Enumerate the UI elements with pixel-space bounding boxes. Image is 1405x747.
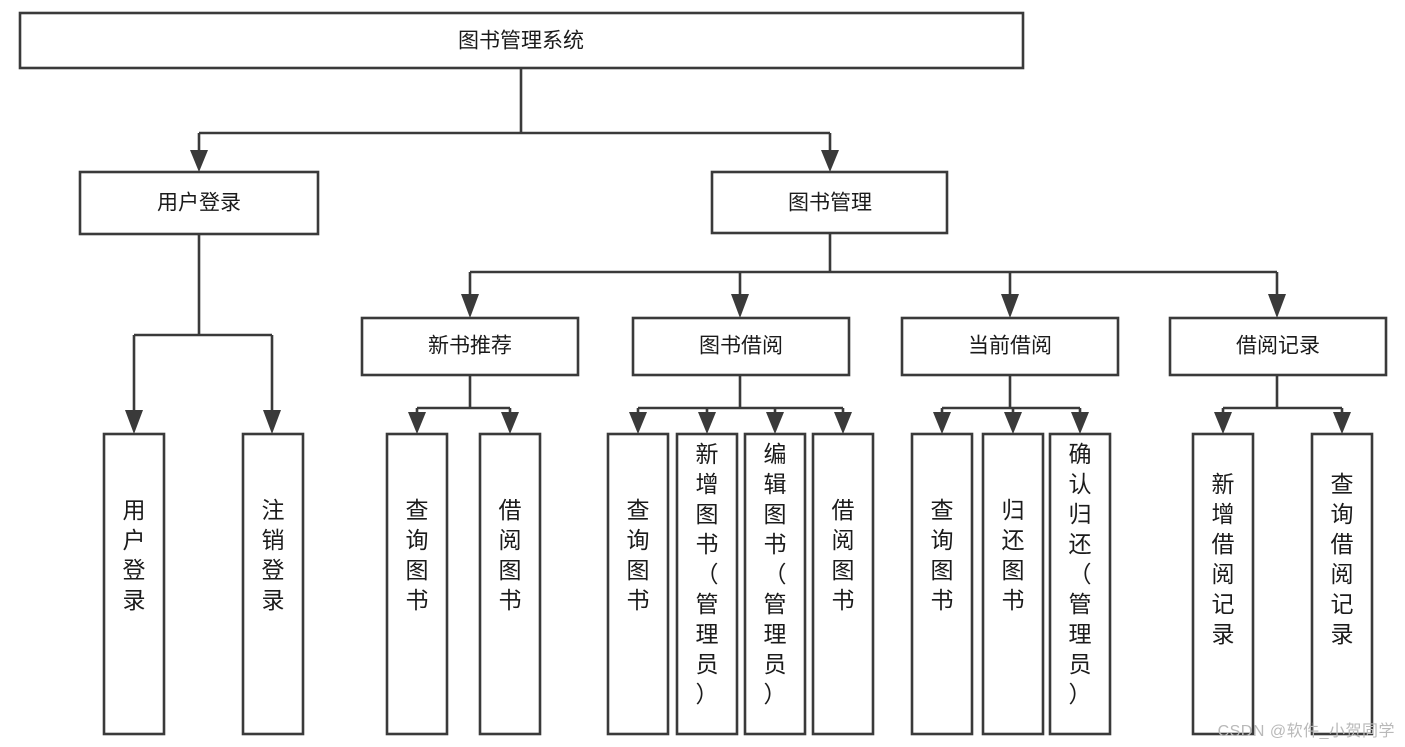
arrow-head-leaf-borrow-book-2	[834, 412, 852, 434]
arrow-head-leaf-logout-login	[263, 410, 281, 434]
node-leaf-logout-login-label: 注销登录	[262, 497, 285, 613]
node-leaf-query-book-1[interactable]: 查询图书	[385, 432, 449, 736]
node-leaf-add-book-box[interactable]	[675, 432, 739, 736]
node-new-book-recommend[interactable]: 新书推荐	[360, 316, 580, 377]
node-borrow-record[interactable]: 借阅记录	[1168, 316, 1388, 377]
node-leaf-edit-book-box[interactable]	[743, 432, 807, 736]
node-leaf-query-book-1-label: 查询图书	[406, 497, 429, 613]
node-root[interactable]: 图书管理系统	[18, 11, 1025, 70]
arrow-head-leaf-add-borrow-record	[1214, 412, 1232, 434]
node-root-label: 图书管理系统	[458, 30, 584, 53]
node-leaf-logout-login[interactable]: 注销登录	[241, 432, 305, 736]
node-leaf-user-login-label: 用户登录	[123, 497, 146, 613]
arrow-head-leaf-query-book-1	[408, 412, 426, 434]
node-leaf-query-book-3-box[interactable]	[910, 432, 974, 736]
arrow-head-leaf-query-book-3	[933, 412, 951, 434]
node-leaf-borrow-book-1-label: 借阅图书	[499, 497, 522, 613]
node-leaf-user-login[interactable]: 用户登录	[102, 432, 166, 736]
node-current-borrow-box[interactable]	[900, 316, 1120, 377]
node-current-borrow-label: 当前借阅	[968, 335, 1052, 358]
node-user-login-label: 用户登录	[157, 192, 241, 215]
node-leaf-edit-book-label: 编辑图书（管理员）	[764, 441, 787, 707]
arrow-head-leaf-user-login	[125, 410, 143, 434]
node-book-management-box[interactable]	[710, 170, 949, 235]
arrow-head-leaf-borrow-book-1	[501, 412, 519, 434]
node-leaf-return-book[interactable]: 归还图书	[981, 432, 1045, 736]
node-leaf-borrow-book-2-box[interactable]	[811, 432, 875, 736]
node-leaf-logout-login-box[interactable]	[241, 432, 305, 736]
node-new-book-recommend-box[interactable]	[360, 316, 580, 377]
node-borrow-record-box[interactable]	[1168, 316, 1388, 377]
arrow-head-book-borrow	[731, 294, 749, 318]
node-book-management-label: 图书管理	[788, 192, 872, 215]
arrow-head-leaf-query-book-2	[629, 412, 647, 434]
node-leaf-add-borrow-record-label: 新增借阅记录	[1212, 471, 1235, 647]
connector-layer	[125, 68, 1351, 434]
node-leaf-query-book-2-label: 查询图书	[627, 497, 650, 613]
arrow-head-leaf-edit-book	[766, 412, 784, 434]
node-leaf-user-login-box[interactable]	[102, 432, 166, 736]
node-leaf-add-borrow-record[interactable]: 新增借阅记录	[1191, 432, 1255, 736]
node-book-borrow-label: 图书借阅	[699, 335, 783, 358]
arrow-head-leaf-return-book	[1004, 412, 1022, 434]
arrow-head-book-management	[821, 150, 839, 172]
arrow-head-leaf-confirm-return	[1071, 412, 1089, 434]
node-new-book-recommend-label: 新书推荐	[428, 335, 512, 358]
node-user-login[interactable]: 用户登录	[78, 170, 320, 236]
node-leaf-query-book-2[interactable]: 查询图书	[606, 432, 670, 736]
node-leaf-borrow-book-1-box[interactable]	[478, 432, 542, 736]
node-leaf-query-borrow-record[interactable]: 查询借阅记录	[1310, 432, 1374, 736]
node-leaf-add-book-label: 新增图书（管理员）	[696, 441, 719, 707]
arrow-head-current-borrow	[1001, 294, 1019, 318]
arrow-head-borrow-record	[1268, 294, 1286, 318]
node-book-borrow[interactable]: 图书借阅	[631, 316, 851, 377]
arrow-head-leaf-query-borrow-record	[1333, 412, 1351, 434]
node-book-management[interactable]: 图书管理	[710, 170, 949, 235]
arrow-head-new-book-recommend	[461, 294, 479, 318]
node-leaf-borrow-book-1[interactable]: 借阅图书	[478, 432, 542, 736]
arrow-head-leaf-add-book	[698, 412, 716, 434]
node-leaf-add-book[interactable]: 新增图书（管理员）	[675, 432, 739, 736]
node-leaf-confirm-return[interactable]: 确认归还（管理员）	[1048, 432, 1112, 736]
node-current-borrow[interactable]: 当前借阅	[900, 316, 1120, 377]
node-user-login-box[interactable]	[78, 170, 320, 236]
node-leaf-borrow-book-2-label: 借阅图书	[832, 497, 855, 613]
node-leaf-query-book-3[interactable]: 查询图书	[910, 432, 974, 736]
node-leaf-return-book-box[interactable]	[981, 432, 1045, 736]
node-leaf-edit-book[interactable]: 编辑图书（管理员）	[743, 432, 807, 736]
node-leaf-query-book-3-label: 查询图书	[931, 497, 954, 613]
node-root-box[interactable]	[18, 11, 1025, 70]
node-leaf-query-book-2-box[interactable]	[606, 432, 670, 736]
node-leaf-query-borrow-record-box[interactable]	[1310, 432, 1374, 736]
node-leaf-confirm-return-box[interactable]	[1048, 432, 1112, 736]
arrow-head-user-login	[190, 150, 208, 172]
node-leaf-confirm-return-label: 确认归还（管理员）	[1069, 441, 1092, 707]
node-leaf-add-borrow-record-box[interactable]	[1191, 432, 1255, 736]
node-leaf-query-book-1-box[interactable]	[385, 432, 449, 736]
node-leaf-return-book-label: 归还图书	[1002, 497, 1025, 613]
node-borrow-record-label: 借阅记录	[1236, 335, 1320, 358]
node-book-borrow-box[interactable]	[631, 316, 851, 377]
node-leaf-borrow-book-2[interactable]: 借阅图书	[811, 432, 875, 736]
node-leaf-query-borrow-record-label: 查询借阅记录	[1331, 471, 1354, 647]
